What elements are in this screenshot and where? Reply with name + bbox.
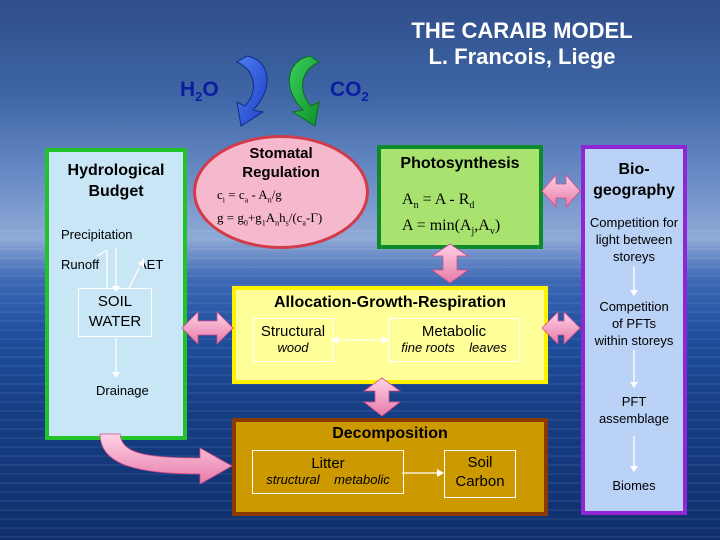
structural-metabolic-arrow	[331, 336, 389, 344]
runoff-label: Runoff	[61, 257, 100, 272]
title-line1: THE CARAIB MODEL	[411, 18, 633, 43]
decomposition-box	[232, 418, 548, 516]
photo-alloc-arrow	[430, 243, 470, 284]
alloc-biogeo-arrow	[541, 311, 581, 345]
allocation-growth-respiration-box	[232, 286, 548, 384]
photosynthesis-title: Photosynthesis	[400, 155, 520, 172]
title: THE CARAIB MODEL L. Francois, Liege	[372, 18, 672, 70]
stomatal-regulation-ellipse	[193, 135, 369, 249]
litter-pool-box: Litter structural metabolic	[252, 450, 404, 494]
drainage-label: Drainage	[96, 383, 149, 398]
photosynthesis-equations: An = A - Rd A = min(Aj,Av)	[402, 191, 501, 238]
decomposition-title: Decomposition	[332, 425, 448, 442]
alloc-decomp-arrow	[362, 377, 402, 417]
biogeography-title: Bio-geography	[593, 161, 675, 199]
biogeo-flow-arrows	[630, 266, 638, 472]
title-line2: L. Francois, Liege	[428, 44, 616, 69]
stomatal-equations: ci = ca - An/g g = g0+g1Anhs/(ca-Γ)	[217, 187, 323, 228]
hydro-flow-arrows	[96, 248, 144, 378]
co2-label: CO2	[330, 78, 369, 105]
allocation-title: Allocation-Growth-Respiration	[274, 294, 506, 311]
hydro-alloc-arrow	[181, 311, 234, 345]
biomes-text: Biomes	[612, 478, 656, 493]
litter-to-soil-arrow	[402, 469, 444, 477]
precipitation-label: Precipitation	[61, 227, 133, 242]
hydro-decomp-arrow	[99, 433, 233, 485]
circular-arrows-icon	[235, 55, 321, 127]
aet-label: AET	[138, 257, 164, 272]
structural-pool-box: Structural wood	[253, 318, 333, 362]
photosynthesis-box	[377, 145, 543, 249]
h2o-label: H2O	[180, 78, 219, 105]
photo-biogeo-arrow	[541, 173, 581, 209]
